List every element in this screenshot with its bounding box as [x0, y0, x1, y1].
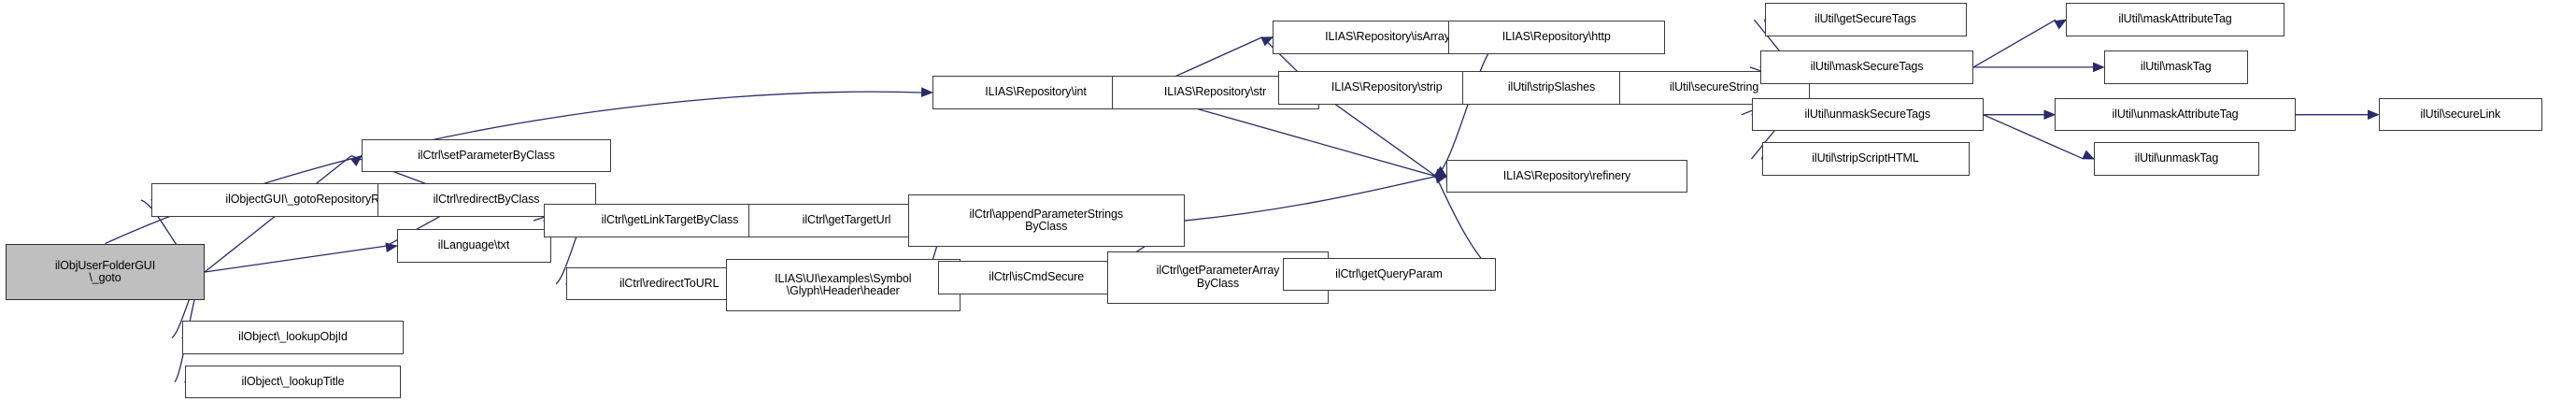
edge-n16-n19: [1318, 92, 1437, 178]
graph-node-n27[interactable]: ilUtil\maskAttributeTag: [2066, 3, 2284, 36]
graph-node-n23[interactable]: ilUtil\getSecureTags: [1764, 3, 1967, 36]
graph-node-n6[interactable]: ilObject\_lookupTitle: [185, 365, 401, 399]
graph-node-n5[interactable]: ilObject\_lookupObjId: [182, 321, 404, 354]
graph-node-n0[interactable]: ilObjUserFolderGUI \_goto: [6, 243, 205, 301]
graph-node-n28[interactable]: ilUtil\maskTag: [2103, 50, 2248, 84]
graph-node-n2[interactable]: ilCtrl\setParameterByClass: [362, 138, 611, 173]
graph-node-n13[interactable]: ilCtrl\getParameterArray ByClass: [1107, 251, 1329, 304]
graph-node-n15[interactable]: ILIAS\Repository\int: [932, 76, 1140, 109]
graph-node-n25[interactable]: ilUtil\unmaskSecureTags: [1752, 97, 1984, 132]
graph-node-n26[interactable]: ilUtil\stripScriptHTML: [1761, 142, 1970, 176]
graph-node-n12[interactable]: ilCtrl\isCmdSecure: [937, 261, 1135, 294]
graph-node-n29[interactable]: ilUtil\unmaskAttributeTag: [2055, 97, 2296, 132]
edge-n11-n19: [1184, 176, 1437, 222]
graph-node-n30[interactable]: ilUtil\unmaskTag: [2094, 142, 2259, 176]
graph-node-n21[interactable]: ilUtil\stripSlashes: [1461, 71, 1642, 105]
graph-node-n4[interactable]: ilLanguage\txt: [396, 229, 551, 263]
edge-n0-n4: [204, 245, 387, 273]
graph-node-n20[interactable]: ILIAS\Repository\http: [1447, 20, 1665, 54]
graph-node-n11[interactable]: ilCtrl\appendParameterStrings ByClass: [908, 194, 1185, 247]
graph-node-n10[interactable]: ILIAS\UI\examples\Symbol \Glyph\Header\h…: [726, 259, 961, 312]
edge-n17-n19: [1435, 36, 1503, 178]
edge-n24-n27: [1972, 19, 2057, 68]
graph-node-n18[interactable]: ILIAS\Repository\strip: [1278, 71, 1496, 105]
graph-node-n19[interactable]: ILIAS\Repository\refinery: [1446, 159, 1687, 194]
graph-node-n14[interactable]: ilCtrl\getQueryParam: [1282, 257, 1496, 292]
graph-node-n24[interactable]: ilUtil\maskSecureTags: [1760, 50, 1973, 84]
graph-node-n31[interactable]: ilUtil\secureLink: [2378, 97, 2542, 132]
